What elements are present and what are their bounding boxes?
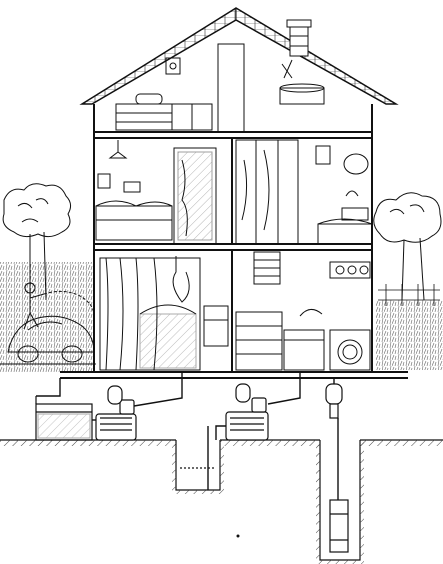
borehole-pump-controller bbox=[325, 383, 343, 419]
bedroom-right bbox=[235, 139, 373, 245]
roof bbox=[79, 7, 399, 105]
car bbox=[0, 315, 96, 365]
chimney bbox=[286, 19, 312, 57]
dot-mark bbox=[236, 534, 240, 538]
deep-borehole bbox=[316, 440, 364, 564]
ground-hatch-2 bbox=[220, 440, 320, 446]
water-storage-tank bbox=[35, 396, 93, 441]
bedroom-left bbox=[95, 140, 217, 245]
garden-trees-right bbox=[373, 192, 442, 301]
ground-hatch-1 bbox=[0, 440, 176, 446]
living-room bbox=[99, 256, 229, 371]
lawn-right bbox=[376, 300, 443, 370]
ground-hatch-3 bbox=[360, 440, 443, 446]
lawn-left bbox=[0, 262, 95, 372]
surface-pump-1 bbox=[95, 385, 137, 441]
house-cutaway bbox=[60, 104, 408, 379]
attic bbox=[115, 43, 325, 133]
surface-pump-2 bbox=[225, 383, 269, 441]
supply-pipes bbox=[36, 372, 339, 500]
person-with-hose bbox=[23, 282, 95, 330]
kitchen bbox=[235, 251, 371, 371]
shallow-well bbox=[172, 440, 224, 494]
